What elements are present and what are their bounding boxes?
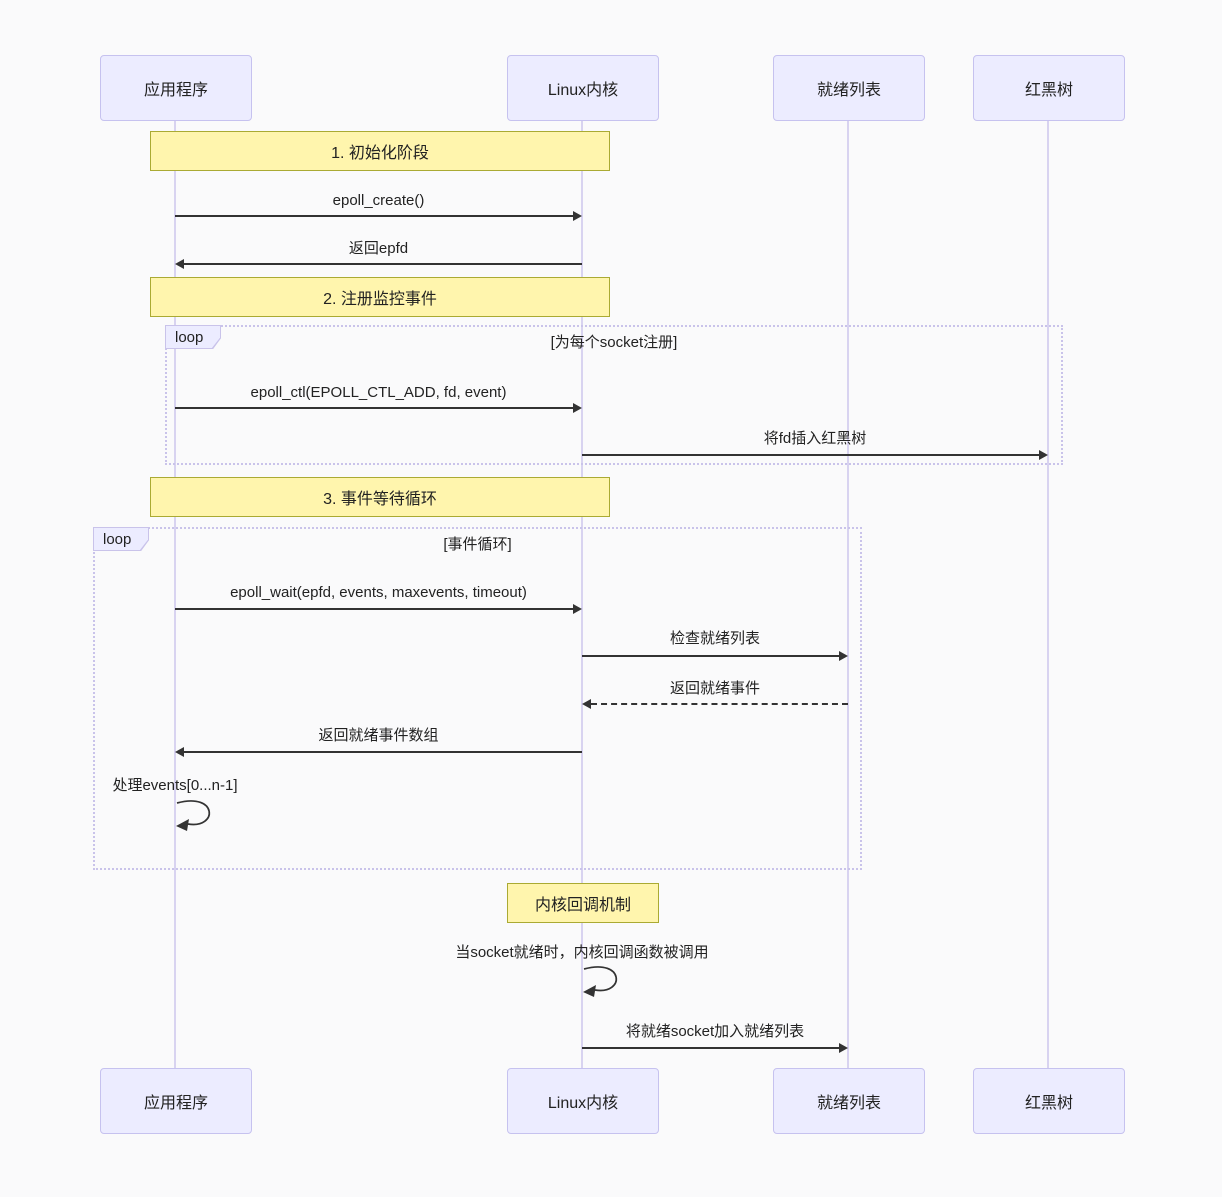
arrow-epoll-ctl — [175, 407, 574, 409]
participant-ready-list-bottom: 就绪列表 — [773, 1068, 925, 1134]
arrow-insert-rbtree — [582, 454, 1039, 456]
participant-rbtree-top: 红黑树 — [973, 55, 1125, 121]
arrow-return-epfd — [184, 263, 582, 265]
loop-condition: [为每个socket注册] — [550, 334, 678, 351]
lifeline-app — [174, 119, 176, 1068]
loop-frame-register: [为每个socket注册] loop — [165, 325, 1063, 465]
arrowhead-right-icon — [1039, 450, 1048, 460]
self-message-arrow-icon — [176, 800, 211, 831]
arrowhead-right-icon — [573, 604, 582, 614]
participant-kernel-top: Linux内核 — [507, 55, 659, 121]
loop-keyword: loop — [94, 528, 148, 550]
participant-ready-list-top: 就绪列表 — [773, 55, 925, 121]
arrowhead-left-icon — [582, 699, 591, 709]
message-return-event-array: 返回就绪事件数组 — [318, 727, 439, 744]
arrowhead-right-icon — [573, 211, 582, 221]
arrowhead-right-icon — [573, 403, 582, 413]
message-insert-rbtree: 将fd插入红黑树 — [763, 430, 867, 447]
loop-keyword: loop — [166, 326, 220, 348]
participant-app-top: 应用程序 — [100, 55, 252, 121]
loop-keyword-tab: loop — [93, 527, 149, 551]
lifeline-rbtree — [1047, 119, 1049, 1068]
arrowhead-left-icon — [175, 259, 184, 269]
arrow-check-ready-list — [582, 655, 839, 657]
participant-rbtree-bottom: 红黑树 — [973, 1068, 1125, 1134]
loop-keyword-tab: loop — [165, 325, 221, 349]
participant-kernel-bottom: Linux内核 — [507, 1068, 659, 1134]
note-init-phase: 1. 初始化阶段 — [150, 131, 610, 171]
message-add-to-ready-list: 将就绪socket加入就绪列表 — [625, 1023, 805, 1040]
loop-condition: [事件循环] — [443, 536, 512, 553]
note-kernel-callback: 内核回调机制 — [507, 883, 659, 923]
message-epoll-create: epoll_create() — [332, 192, 425, 209]
arrowhead-right-icon — [839, 1043, 848, 1053]
message-epoll-ctl: epoll_ctl(EPOLL_CTL_ADD, fd, event) — [250, 384, 507, 401]
arrow-return-event-array — [184, 751, 582, 753]
participant-app-bottom: 应用程序 — [100, 1068, 252, 1134]
arrow-add-to-ready-list — [582, 1047, 839, 1049]
lifeline-ready-list — [847, 119, 849, 1068]
arrowhead-right-icon — [839, 651, 848, 661]
message-process-events: 处理events[0...n-1] — [112, 777, 238, 794]
message-check-ready-list: 检查就绪列表 — [669, 630, 760, 647]
message-return-epfd: 返回epfd — [348, 240, 409, 257]
message-callback-invoked: 当socket就绪时，内核回调函数被调用 — [455, 944, 709, 961]
arrow-return-ready-events — [591, 703, 848, 705]
note-wait-phase: 3. 事件等待循环 — [150, 477, 610, 517]
message-return-ready-events: 返回就绪事件 — [669, 680, 760, 697]
loop-frame-event-loop: [事件循环] loop — [93, 527, 862, 870]
note-register-phase: 2. 注册监控事件 — [150, 277, 610, 317]
lifeline-kernel — [581, 119, 583, 1068]
arrowhead-left-icon — [175, 747, 184, 757]
arrow-epoll-create — [175, 215, 574, 217]
self-message-arrow-icon — [583, 966, 618, 997]
message-epoll-wait: epoll_wait(epfd, events, maxevents, time… — [230, 584, 527, 601]
arrow-epoll-wait — [175, 608, 574, 610]
